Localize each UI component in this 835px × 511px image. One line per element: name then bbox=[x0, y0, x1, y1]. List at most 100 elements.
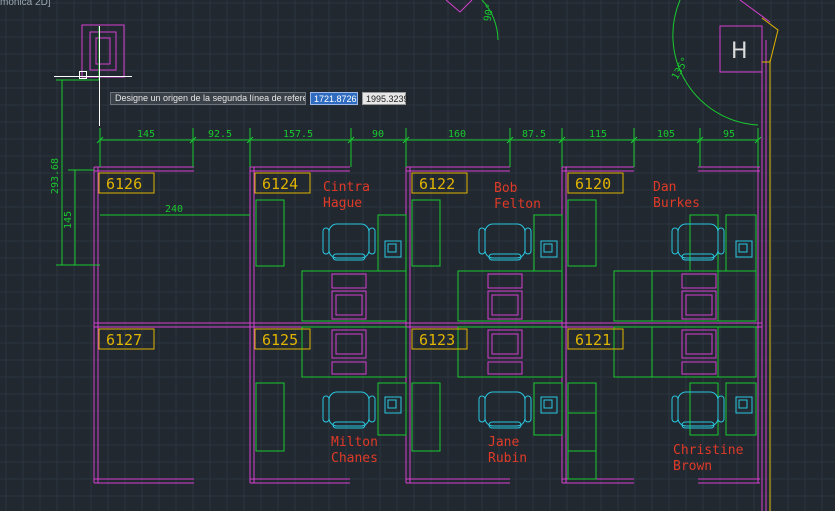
side-cabinet bbox=[255, 199, 285, 267]
office-number: 6124 bbox=[262, 175, 298, 193]
chair-seat bbox=[677, 391, 719, 427]
door-leaf bbox=[739, 0, 771, 23]
chair-arm bbox=[524, 227, 532, 255]
dim-interior-width: 240 bbox=[165, 204, 183, 215]
desk bbox=[651, 270, 757, 322]
office-number: 6121 bbox=[575, 331, 611, 349]
phone bbox=[735, 240, 753, 258]
occupant-name: Milton bbox=[331, 435, 378, 450]
dim-tick bbox=[630, 136, 638, 144]
monitor bbox=[331, 290, 367, 320]
furniture-layer bbox=[255, 199, 757, 480]
phone bbox=[735, 396, 753, 414]
keyboard bbox=[331, 361, 367, 375]
column-core bbox=[95, 37, 111, 65]
chair-arm bbox=[717, 395, 725, 423]
side-cabinet bbox=[411, 199, 441, 267]
prompt-message: Designe un origen de la segunda línea de… bbox=[115, 92, 305, 103]
office-tag-box bbox=[98, 172, 155, 194]
occupant-name: Dan bbox=[653, 180, 676, 195]
dynamic-input-tooltip[interactable]: Designe un origen de la segunda línea de… bbox=[110, 91, 409, 105]
phone bbox=[540, 396, 558, 414]
dim-top-6: 87.5 bbox=[522, 129, 546, 140]
chair-arm bbox=[322, 227, 330, 255]
desk bbox=[457, 270, 563, 322]
chair-arm bbox=[478, 227, 486, 255]
side-cabinet bbox=[411, 382, 441, 452]
office-tag-box bbox=[254, 172, 311, 194]
occupant-name: Cintra bbox=[323, 180, 370, 195]
occupant-name: Brown bbox=[673, 459, 712, 474]
dim-top-2: 92.5 bbox=[208, 129, 232, 140]
dim-tick bbox=[246, 136, 254, 144]
monitor bbox=[487, 329, 523, 359]
phone-keypad bbox=[738, 243, 748, 253]
occupant-name: Christine bbox=[673, 443, 744, 458]
dim-top-4: 90 bbox=[372, 129, 384, 140]
dim-top-1: 145 bbox=[137, 129, 155, 140]
office-number: 6126 bbox=[106, 175, 142, 193]
chair-back bbox=[681, 253, 715, 261]
occupant-name: Felton bbox=[494, 197, 541, 212]
coordinate-y-input[interactable]: 1995.3239 bbox=[362, 91, 409, 105]
occupant-name: Rubin bbox=[488, 451, 527, 466]
chair-arm bbox=[671, 227, 679, 255]
side-cabinet bbox=[567, 412, 597, 480]
monitor bbox=[681, 290, 717, 320]
office-numbers: 6126 6124 6122 6120 6127 6125 6123 6121 bbox=[98, 172, 624, 350]
side-return bbox=[689, 214, 719, 272]
side-return bbox=[533, 214, 563, 272]
top-dimension-labels: 145 92.5 157.5 90 160 87.5 115 105 95 24… bbox=[50, 3, 735, 229]
door-jamb bbox=[761, 17, 779, 63]
office-tag-box bbox=[98, 328, 155, 350]
door-swing-arc bbox=[672, 0, 759, 126]
monitor-screen bbox=[685, 294, 713, 316]
chair-arm bbox=[322, 395, 330, 423]
dim-angle-door: 135° bbox=[670, 56, 692, 82]
monitor bbox=[331, 329, 367, 359]
desk bbox=[651, 326, 757, 378]
phone-keypad bbox=[543, 399, 553, 409]
door-top bbox=[445, 0, 473, 13]
chair-arm bbox=[478, 395, 486, 423]
side-cabinet bbox=[567, 199, 597, 267]
dim-partial-height: 145 bbox=[63, 211, 74, 229]
monitor-screen bbox=[335, 333, 363, 355]
cubicle-walls: H bbox=[81, 0, 779, 511]
phone bbox=[540, 240, 558, 258]
phone bbox=[384, 396, 402, 414]
window-title: mónica 2D] bbox=[0, 0, 51, 8]
keyboard bbox=[487, 361, 523, 375]
dim-top-5: 160 bbox=[448, 129, 466, 140]
coordinate-x-input[interactable]: 1721.8726 bbox=[310, 91, 358, 105]
dim-tick bbox=[402, 136, 410, 144]
crosshair-horizontal bbox=[54, 76, 132, 77]
desk bbox=[613, 270, 719, 322]
chair-arm bbox=[368, 227, 376, 255]
desk bbox=[457, 326, 563, 378]
column-outer bbox=[81, 24, 125, 78]
dim-tick bbox=[754, 136, 762, 144]
chair-arm bbox=[671, 395, 679, 423]
occupant-name: Burkes bbox=[653, 196, 700, 211]
door-top-arc bbox=[481, 0, 499, 41]
occupant-names: Cintra Hague Bob Felton Dan Burkes Milto… bbox=[323, 180, 744, 474]
column-inner bbox=[89, 31, 117, 71]
phone bbox=[384, 240, 402, 258]
dim-tick bbox=[189, 136, 197, 144]
side-return bbox=[377, 382, 407, 436]
phone-keypad bbox=[387, 243, 397, 253]
chair-back bbox=[332, 421, 366, 429]
phone-keypad bbox=[543, 243, 553, 253]
desk bbox=[301, 270, 407, 322]
keyboard bbox=[331, 273, 367, 289]
dim-tick bbox=[96, 136, 104, 144]
side-cabinet bbox=[255, 382, 285, 452]
dim-top-3: 157.5 bbox=[283, 129, 313, 140]
occupant-name: Bob bbox=[494, 181, 518, 196]
office-tag-box bbox=[567, 172, 624, 194]
monitor bbox=[681, 329, 717, 359]
dim-overall-height: 293.68 bbox=[50, 158, 61, 194]
